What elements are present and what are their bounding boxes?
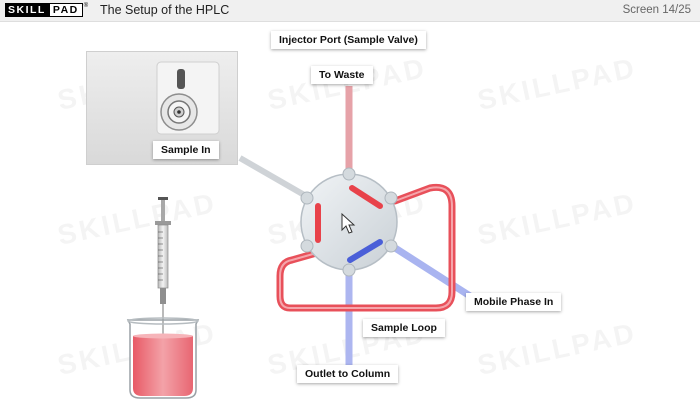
injector-port-label: Injector Port (Sample Valve) xyxy=(271,31,426,49)
valve-port xyxy=(384,239,398,253)
beaker-liquid xyxy=(133,336,193,396)
syringe-barrel xyxy=(157,224,169,289)
syringe-finger-grip xyxy=(155,221,171,225)
pointer-cursor-icon[interactable] xyxy=(341,212,356,234)
syringe-tip xyxy=(160,288,166,304)
screen-counter: Screen 14/25 xyxy=(622,4,691,16)
valve-port xyxy=(384,191,398,205)
beaker-icon xyxy=(126,317,200,399)
beaker-liquid-surface xyxy=(133,333,193,339)
sample-loop-tube-inner xyxy=(279,186,453,309)
logo-skill-text: SKILL xyxy=(5,3,49,17)
valve-knob xyxy=(177,69,185,89)
syringe-plunger-cap xyxy=(158,197,168,200)
valve-port xyxy=(300,239,314,253)
sample-in-label: Sample In xyxy=(153,141,219,159)
valve-port xyxy=(300,191,314,205)
logo-registered-mark: ® xyxy=(83,3,89,9)
injector-valve[interactable] xyxy=(300,167,398,277)
skillpad-logo: SKILL PAD ® xyxy=(5,3,88,17)
sample-loop-label: Sample Loop xyxy=(363,319,445,337)
sample-in-tube xyxy=(238,155,308,199)
syringe-icon xyxy=(155,197,171,346)
logo-pad-text: PAD xyxy=(48,3,83,17)
beaker-glass xyxy=(126,319,200,399)
to-waste-label: To Waste xyxy=(311,66,373,84)
valve-port xyxy=(342,167,356,181)
syringe-plunger xyxy=(161,200,165,222)
valve-port xyxy=(342,263,356,277)
syringe-graduations xyxy=(158,231,163,281)
valve-channel-red xyxy=(349,185,383,209)
beaker-rim xyxy=(127,317,199,325)
outlet-to-column-label: Outlet to Column xyxy=(297,365,399,383)
page-title: The Setup of the HPLC xyxy=(100,3,230,17)
mobile-phase-tube xyxy=(390,243,472,299)
app-header: SKILL PAD ® The Setup of the HPLC Screen… xyxy=(0,0,700,22)
valve-dial-center xyxy=(177,110,181,114)
sample-valve-photo xyxy=(156,61,220,135)
valve-channel-blue xyxy=(347,239,383,263)
mobile-phase-in-label: Mobile Phase In xyxy=(466,293,562,311)
